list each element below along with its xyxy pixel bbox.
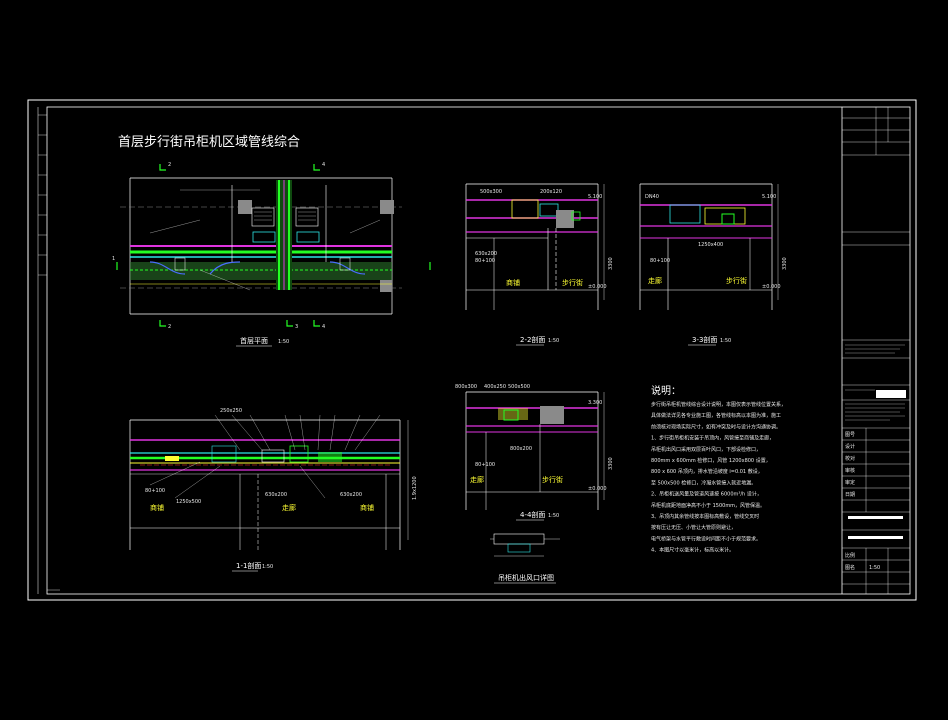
note-line: 800mm x 600mm 检修口，风管 1200x800 设置， [651,457,771,464]
s2-tag-1: 200x120 [540,189,562,195]
plan-mark-5: 4 [322,324,325,330]
plan-mark-4: 3 [295,324,298,330]
s3-level-1: 3300 [782,257,788,270]
plan-label: 首层平面 [240,336,268,345]
tb-row-3: 审核 [845,467,855,474]
s2-tag-3: 80+100 [475,258,495,264]
detail-label: 吊柜机出风口详图 [498,573,554,582]
plan-mark-3: 2 [168,324,171,330]
s2-room-1: 步行街 [562,278,583,287]
s4-tag-0: 800x300 [455,384,477,390]
left-binding-strip [37,107,47,594]
tb-row-7: 图名 [845,564,855,571]
note-line: 前须核对现场实际尺寸，如有冲突及时与设计方沟通协调。 [651,423,781,430]
note-line: 至 500x500 检修口，冷凝水管接入就近地漏。 [651,479,756,486]
s3-room-1: 步行街 [726,276,747,285]
tb-row-1: 设计 [845,443,855,450]
s2-level-0: 5.100 [588,194,602,200]
s1-tag-1: 80+100 [145,488,165,494]
s4-tag-1: 400x250 [484,384,506,390]
note-line: 1、步行街吊柜机安装于吊顶内，风管接至商铺及走廊， [651,435,774,442]
s4-level-0: 3.300 [588,400,602,406]
notes-heading: 说明： [651,384,681,397]
s2-tag-2: 630x200 [475,251,497,257]
s4-room-1: 步行街 [542,475,563,484]
s3-level-2: ±0.000 [762,284,781,290]
inner-frame [46,106,911,595]
plan-mark-0: 2 [168,162,171,168]
outer-frame [27,99,917,601]
tb-row-0: 图号 [845,432,855,438]
outlet-detail: 吊柜机出风口详图 [490,533,560,584]
s4-level-1: 3300 [608,457,614,470]
drawing-title: 首层步行街吊柜机区域管线综合 [118,135,300,150]
s4-level-2: ±0.000 [588,486,607,492]
plan-mark-2: 1 [112,256,115,262]
tb-row-2: 校对 [845,455,855,462]
s1-room-0: 商铺 [150,503,164,512]
plan-scale: 1:50 [278,339,289,345]
note-line: 800 x 600 吊顶内，排水管沿坡度 i=0.01 敷设， [651,468,763,475]
note-line: 按有压让无压、小管让大管原则避让， [651,524,736,531]
s4-tag-3: 800x200 [510,446,532,452]
s2-label: 2-2剖面 [520,335,545,344]
s3-tag-1: 1250x400 [698,242,723,248]
s3-level-0: 5.100 [762,194,776,200]
notes-lines: 步行街吊柜机管线综合设计说明，本图仅表示管线位置关系， 具体做法详见各专业施工图，… [651,401,786,554]
s3-label: 3-3剖面 [692,335,717,344]
s2-level-2: ±0.000 [588,284,607,290]
note-line: 2、吊柜机送风量及管道风速按 6000m³/h 设计， [651,491,762,498]
section-3-3: DN40 1250x400 80+100 5.100 3300 ±0.000 走… [639,183,788,346]
s2-tag-0: 500x300 [480,189,502,195]
s4-label: 4-4剖面 [520,510,545,519]
s3-scale: 1:50 [720,338,731,344]
s1-tag-0: 250x250 [220,408,242,414]
s1-room-1: 走廊 [282,503,296,512]
s3-room-0: 走廊 [648,276,662,285]
s4-tag-4: 80+100 [475,462,495,468]
s1-room-2: 商铺 [360,503,374,512]
note-line: 吊柜机出风口采用双层百叶风口，下部设检修口， [651,446,761,453]
s2-scale: 1:50 [548,338,559,344]
tb-row-6: 比例 [845,552,855,559]
s3-tag-0: DN40 [645,194,659,200]
s1-label: 1-1剖面 [236,561,261,570]
plan-mark-1: 4 [322,162,325,168]
tb-row-4: 审定 [845,479,855,486]
note-line: 步行街吊柜机管线综合设计说明，本图仅表示管线位置关系， [651,401,786,408]
s1-tag-5: 1.9x1200 [412,476,418,500]
s1-tag-4: 630x200 [340,492,362,498]
note-line: 电气桥架与水管平行敷设时间距不小于规范要求。 [651,535,761,542]
section-4-4: 800x300 400x250 500x500 800x200 80+100 3… [455,384,614,521]
title-block: 图号 设计 校对 审核 审定 日期 比例 图名 1:50 [841,107,910,594]
plan-view: 2 4 1 2 3 4 首层平面 1:50 [112,162,431,347]
s1-tag-3: 630x200 [265,492,287,498]
tb-drawing-no: 1:50 [869,565,880,571]
s1-tag-2: 1250x500 [176,499,201,505]
note-line: 具体做法详见各专业施工图，各管线标高以本图为准，施工 [651,412,781,419]
note-line: 吊柜机底距地面净高不小于 1500mm，风管保温。 [651,502,765,509]
s2-level-1: 3300 [608,257,614,270]
tb-row-5: 日期 [845,492,855,498]
note-line: 3、吊顶内其余管线按本图标高敷设，管线交叉时 [651,513,759,520]
note-line: 4、本图尺寸以毫米计，标高以米计。 [651,547,734,554]
s2-room-0: 商铺 [506,278,520,287]
section-1-1: 250x250 80+100 1250x500 630x200 630x200 … [129,408,418,572]
notes: 说明： 步行街吊柜机管线综合设计说明，本图仅表示管线位置关系， 具体做法详见各专业… [651,384,786,554]
section-2-2: 500x300 200x120 630x200 80+100 5.100 330… [465,183,614,346]
s3-tag-2: 80+100 [650,258,670,264]
s1-scale: 1:50 [262,564,273,570]
s4-tag-2: 500x500 [508,384,530,390]
s4-room-0: 走廊 [470,475,484,484]
s4-scale: 1:50 [548,513,559,519]
